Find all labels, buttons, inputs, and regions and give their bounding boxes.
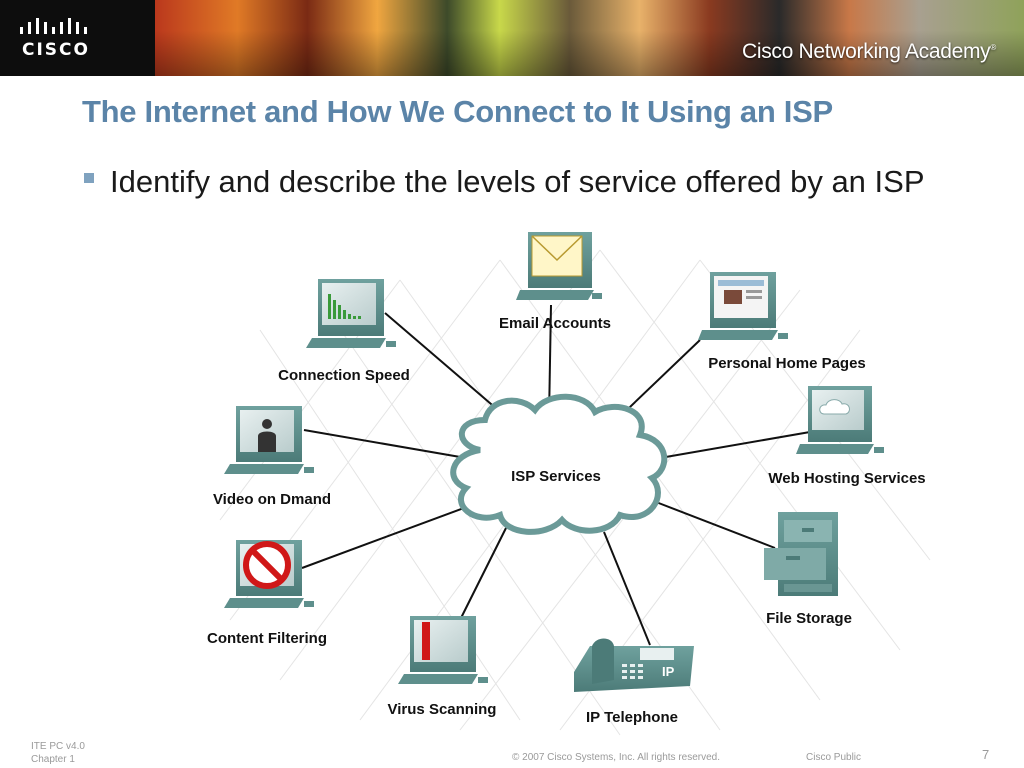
content-filtering-label: Content Filtering — [207, 630, 327, 647]
email-label: Email Accounts — [499, 315, 611, 332]
banner-logo-panel — [0, 0, 155, 76]
line-virus-scanning — [459, 527, 507, 621]
isp-services-diagram: ISP Services Email Accounts Personal Hom… — [207, 232, 931, 736]
video-label: Video on Dmand — [213, 491, 331, 508]
web-hosting-label: Web Hosting Services — [768, 470, 925, 487]
home-pages-label: Personal Home Pages — [708, 355, 866, 372]
line-file-storage — [655, 501, 776, 549]
cloud-shape — [450, 393, 668, 535]
bullet-square-icon — [84, 173, 94, 183]
phone-ip-badge: IP — [662, 664, 675, 679]
footer-chapter: Chapter 1 — [31, 754, 75, 765]
web-hosting-computer-icon — [796, 386, 884, 454]
ip-telephone-icon: IP — [574, 638, 694, 692]
academy-title: Cisco Networking Academy® — [742, 40, 996, 64]
line-content-filtering — [301, 504, 473, 569]
line-video — [303, 429, 467, 459]
banner-shade — [150, 0, 1024, 76]
header-banner: CISCO Cisco Networking Academy® — [0, 0, 1024, 76]
connection-speed-computer-icon — [306, 279, 396, 348]
file-storage-label: File Storage — [766, 610, 852, 627]
virus-scanning-computer-icon — [398, 616, 488, 684]
connection-speed-label: Connection Speed — [278, 367, 410, 384]
line-web-hosting — [659, 431, 811, 459]
cloud-label: ISP Services — [511, 468, 601, 485]
line-connection-speed — [384, 312, 513, 423]
file-storage-cabinet-icon — [764, 512, 838, 596]
isp-cloud: ISP Services — [450, 393, 668, 535]
home-pages-computer-icon — [698, 272, 788, 340]
cisco-bars-icon — [20, 18, 87, 34]
content-filtering-computer-icon — [224, 540, 314, 608]
video-computer-icon — [224, 406, 314, 474]
cisco-wordmark: CISCO — [22, 40, 90, 60]
line-ip-telephone — [603, 531, 651, 646]
page-number: 7 — [982, 747, 990, 762]
footer-copyright: © 2007 Cisco Systems, Inc. All rights re… — [512, 752, 721, 763]
footer-course: ITE PC v4.0 — [31, 741, 85, 752]
cisco-logo: CISCO — [18, 18, 108, 62]
registered-mark: ® — [990, 43, 996, 52]
virus-scanning-label: Virus Scanning — [388, 701, 497, 718]
footer-classification: Cisco Public — [806, 752, 862, 763]
email-computer-icon — [516, 232, 602, 300]
ip-telephone-label: IP Telephone — [586, 709, 678, 726]
banner-photo-strip — [150, 0, 1024, 76]
academy-text: Cisco Networking Academy — [741, 40, 991, 63]
footer-course-info: ITE PC v4.0 Chapter 1 — [31, 740, 85, 766]
slide-title: The Internet and How We Connect to It Us… — [82, 94, 833, 129]
bullet-text: Identify and describe the levels of serv… — [110, 164, 925, 199]
